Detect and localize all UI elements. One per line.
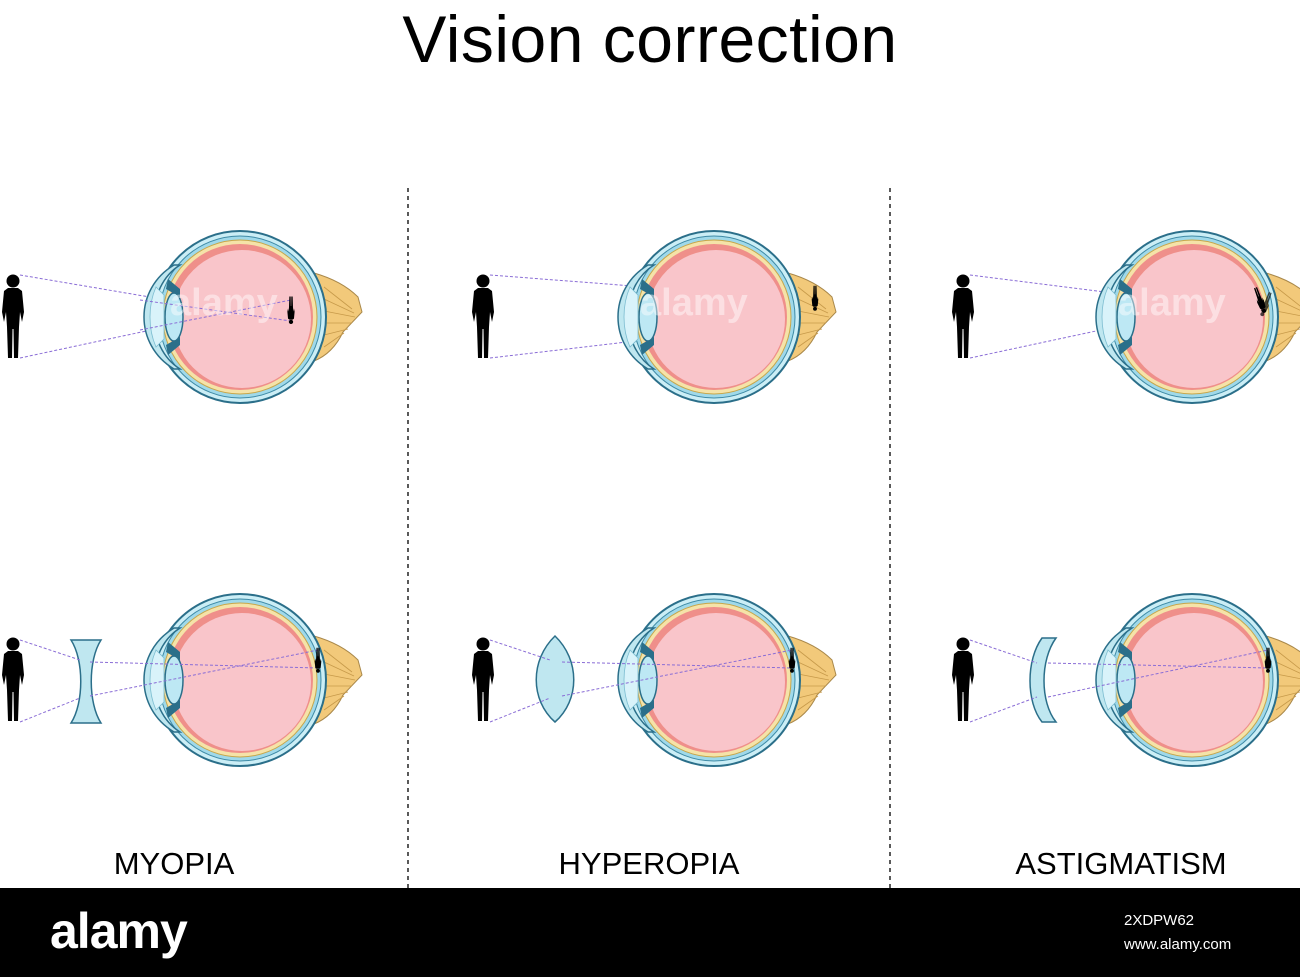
- label-hyperopia: HYPEROPIA: [558, 846, 740, 881]
- convex-lens: [535, 634, 575, 723]
- footer-bar: alamy 2XDPW62 www.alamy.com: [0, 888, 1300, 977]
- astigmatism-uncorrected: [952, 230, 1300, 404]
- page-title: Vision correction: [402, 2, 898, 76]
- brand-logo: alamy: [50, 903, 188, 959]
- hyperopia-corrected: [472, 593, 837, 767]
- image-id: 2XDPW62: [1124, 912, 1195, 929]
- myopia-uncorrected: [2, 230, 363, 404]
- cylindrical-lens: [1029, 637, 1058, 723]
- label-myopia: MYOPIA: [113, 846, 235, 881]
- myopia-corrected: [2, 593, 363, 767]
- label-astigmatism: ASTIGMATISM: [1015, 846, 1227, 881]
- footer-url: www.alamy.com: [1124, 936, 1232, 953]
- concave-lens: [69, 639, 103, 724]
- hyperopia-uncorrected: [472, 230, 837, 404]
- vision-diagram: [2, 188, 1300, 888]
- astigmatism-corrected: [952, 593, 1300, 767]
